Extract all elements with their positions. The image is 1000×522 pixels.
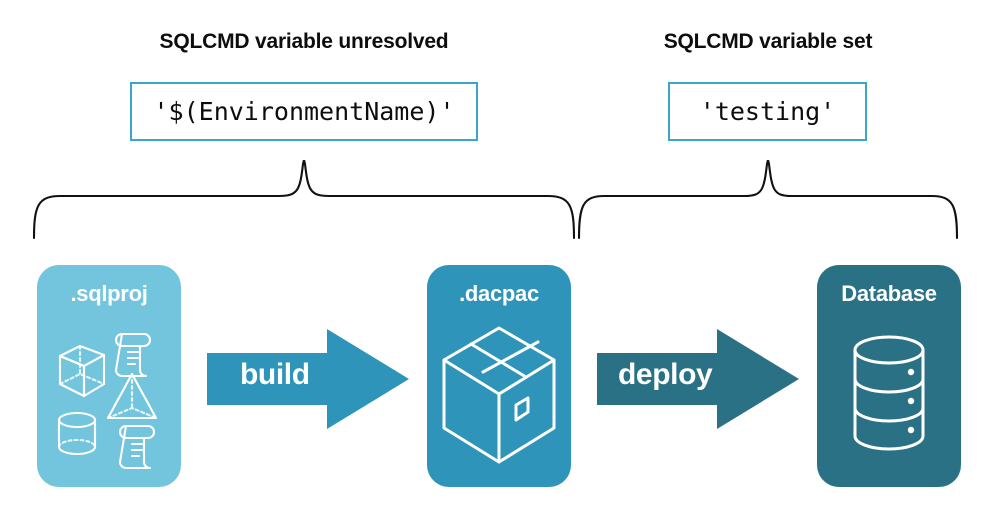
- stage-dacpac-art: [427, 307, 571, 487]
- sqlcmd-variable-value-box-left: '$(EnvironmentName)': [130, 82, 478, 141]
- stage-sqlproj: .sqlproj: [37, 265, 181, 487]
- sqlcmd-variable-value-left: '$(EnvironmentName)': [153, 97, 455, 126]
- sqlproj-objects-icon: [57, 332, 158, 470]
- arrow-deploy-icon: [597, 329, 799, 429]
- stage-database-art: [817, 307, 961, 487]
- package-box-icon: [442, 326, 556, 464]
- cube-wireframe-icon: [58, 344, 106, 398]
- stage-sqlproj-label: .sqlproj: [70, 281, 148, 306]
- stage-database: Database: [817, 265, 961, 487]
- stage-database-label: Database: [841, 281, 937, 306]
- scroll-icon-bottom: [118, 424, 156, 470]
- sqlcmd-variable-value-box-right: 'testing': [668, 82, 867, 141]
- curly-brace-left-icon: [32, 160, 576, 240]
- stage-sqlproj-art: [37, 307, 181, 487]
- arrow-build-icon: [207, 329, 409, 429]
- pyramid-wireframe-icon: [106, 372, 158, 420]
- stage-dacpac: .dacpac: [427, 265, 571, 487]
- annotation-heading-right: SQLCMD variable set: [663, 30, 873, 53]
- scroll-icon-top: [114, 332, 152, 378]
- stage-dacpac-label: .dacpac: [459, 281, 539, 306]
- curly-brace-right-icon: [577, 160, 959, 240]
- sqlcmd-variable-value-right: 'testing': [699, 97, 836, 126]
- annotation-heading-left: SQLCMD variable unresolved: [159, 30, 449, 53]
- database-cylinder-icon: [853, 335, 925, 451]
- cylinder-wireframe-icon: [57, 411, 97, 456]
